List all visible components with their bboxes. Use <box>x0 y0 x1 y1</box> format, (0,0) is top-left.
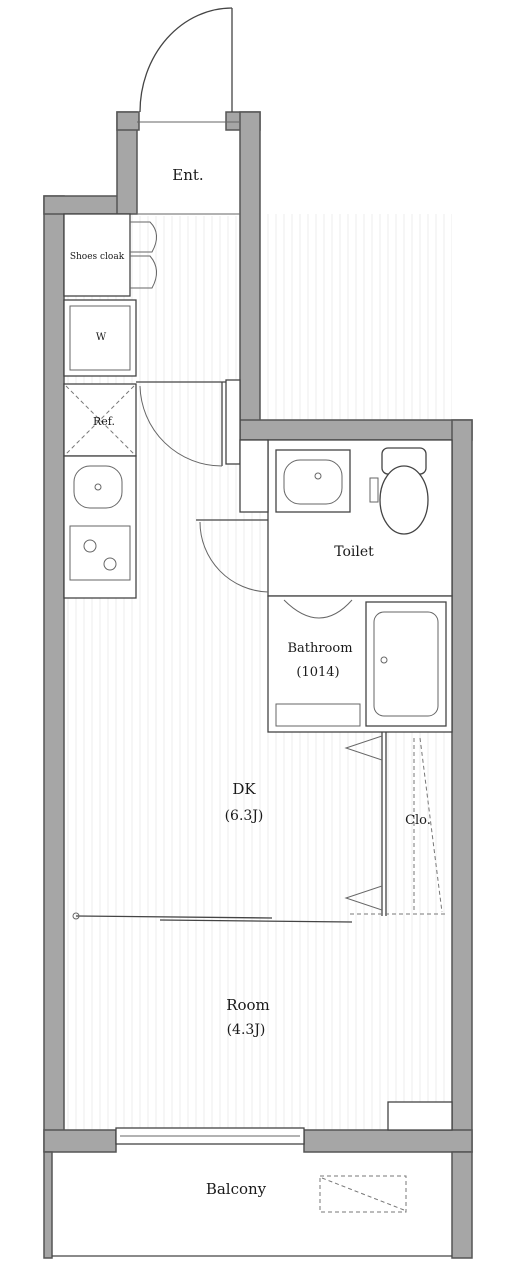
entrance-door-swing <box>139 7 233 113</box>
stove <box>69 525 131 581</box>
corridor-door-swing <box>139 385 223 467</box>
bathtub <box>365 601 447 727</box>
label-dk: DK <box>232 780 256 798</box>
bathroom-step <box>275 703 361 727</box>
fridge-cross-b <box>65 385 135 455</box>
label-toilet: Toilet <box>334 544 374 560</box>
label-washer: W <box>96 332 107 343</box>
wall-step-top <box>239 419 473 441</box>
closet-rail-b <box>419 737 443 913</box>
outdoor-unit-diagonal <box>321 1177 405 1211</box>
stove-burner-b <box>103 557 117 571</box>
floor-room <box>64 918 452 1130</box>
kitchen-sink <box>73 465 123 509</box>
stove-burner-a <box>83 539 97 553</box>
kitchen-counter <box>63 455 137 599</box>
washbasin <box>275 449 351 513</box>
shoes-closet <box>63 213 131 297</box>
toilet-bowl <box>379 465 429 535</box>
toilet-door-swing <box>199 521 269 593</box>
wall-entrance-top-left <box>116 111 140 131</box>
washer-inner <box>69 305 131 371</box>
sliding-partition-stop <box>72 912 80 920</box>
wall-right <box>451 419 473 1153</box>
washbasin-drain <box>314 472 322 480</box>
toilet-paper <box>369 477 379 503</box>
bathroom-door-swing <box>283 599 353 619</box>
label-room: Room <box>226 996 270 1014</box>
wall-left <box>43 195 65 1152</box>
wall-bottom-left <box>43 1129 117 1153</box>
label-entrance: Ent. <box>172 166 203 184</box>
bathtub-inner <box>373 611 439 717</box>
wall-entrance-right <box>239 111 261 441</box>
washbasin-bowl <box>283 459 343 505</box>
label-balcony: Balcony <box>206 1180 267 1198</box>
sliding-partition-b <box>159 919 353 923</box>
wall-top-left <box>43 195 121 215</box>
outdoor-unit <box>319 1175 407 1213</box>
shoes-closet-door-lower <box>130 255 157 289</box>
label-dk-size: (6.3J) <box>225 808 264 824</box>
closet-door-lower <box>344 885 383 911</box>
label-bathroom: Bathroom <box>287 641 352 656</box>
label-shoes-closet: Shoes cloak <box>70 252 125 262</box>
closet-door-upper <box>344 735 383 761</box>
label-bathroom-size: (1014) <box>296 665 339 680</box>
label-room-size: (4.3J) <box>227 1022 266 1038</box>
sliding-partition-a <box>75 915 273 919</box>
shoes-closet-door-upper <box>130 221 157 253</box>
bathtub-drain <box>380 656 388 664</box>
wall-balcony-right <box>451 1151 473 1259</box>
floor-entrance <box>137 130 238 216</box>
wall-bottom-right <box>303 1129 473 1153</box>
fridge-cross-a <box>65 385 135 455</box>
label-closet: Clo. <box>405 813 431 828</box>
sink-drain <box>94 483 102 491</box>
utility-partition <box>239 439 269 513</box>
corridor-door-jamb <box>225 379 241 465</box>
label-fridge: Ref. <box>93 415 115 428</box>
air-conditioner <box>387 1101 453 1131</box>
wall-balcony-left <box>43 1151 53 1259</box>
washer-area <box>63 299 137 377</box>
